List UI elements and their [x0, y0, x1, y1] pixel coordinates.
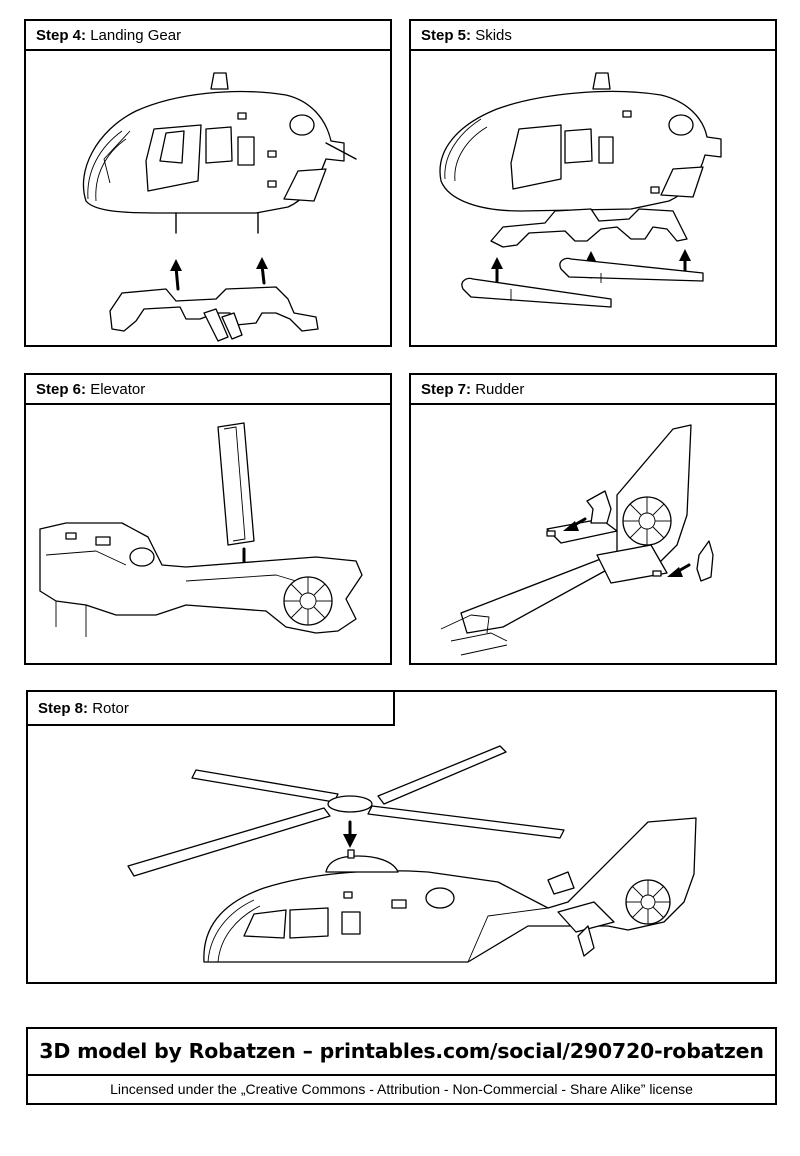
step-8-header: Step 8: Rotor — [28, 692, 395, 726]
rotor-illustration — [28, 726, 775, 982]
step-5-number: Step 5: — [421, 27, 472, 44]
step-7-title: Rudder — [475, 381, 525, 398]
step-4-number: Step 4: — [36, 27, 87, 44]
step-6-header: Step 6: Elevator — [26, 375, 390, 405]
step-5-panel: Step 5: Skids — [409, 19, 777, 347]
step-6-panel: Step 6: Elevator — [24, 373, 392, 665]
rudder-illustration — [411, 405, 775, 663]
step-6-number: Step 6: — [36, 381, 87, 398]
step-7-panel: Step 7: Rudder — [409, 373, 777, 665]
step-5-title: Skids — [475, 27, 512, 44]
step-5-header: Step 5: Skids — [411, 21, 775, 51]
step-4-panel: Step 4: Landing Gear — [24, 19, 392, 347]
step-7-header: Step 7: Rudder — [411, 375, 775, 405]
elevator-illustration — [26, 405, 390, 663]
step-8-title: Rotor — [92, 700, 129, 717]
step-7-number: Step 7: — [421, 381, 472, 398]
step-8-number: Step 8: — [38, 700, 89, 717]
step-4-title: Landing Gear — [90, 27, 182, 44]
skids-illustration — [411, 51, 775, 345]
license-text: Lincensed under the „Creative Commons - … — [110, 1081, 693, 1097]
step-4-header: Step 4: Landing Gear — [26, 21, 390, 51]
step-8-panel: Step 8: Rotor — [26, 690, 777, 984]
credits-title: 3D model by Robatzen – printables.com/so… — [28, 1029, 775, 1076]
credits-box: 3D model by Robatzen – printables.com/so… — [26, 1027, 777, 1105]
landing-gear-illustration — [26, 51, 390, 345]
step-6-title: Elevator — [90, 381, 146, 398]
